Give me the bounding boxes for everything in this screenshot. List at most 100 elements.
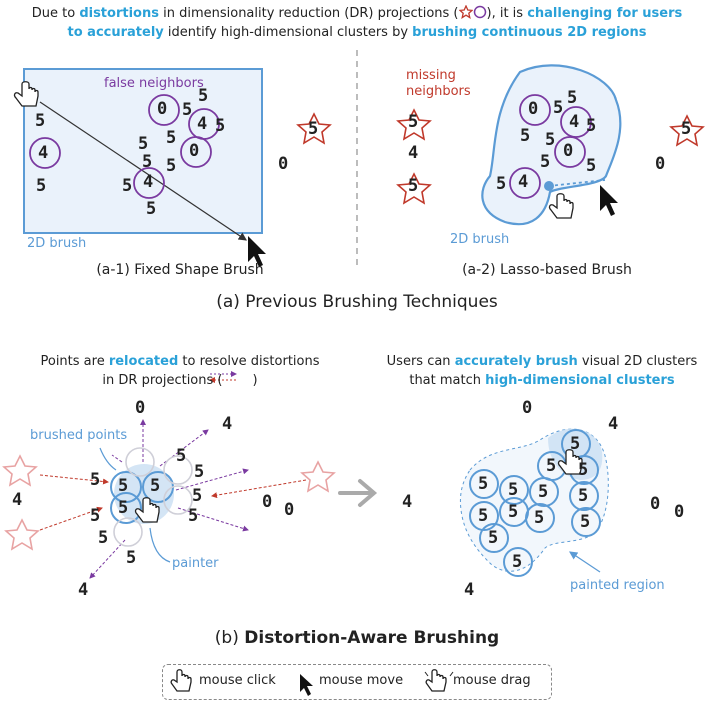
desc-part: ): [252, 373, 258, 388]
caption-a1: (a-1) Fixed Shape Brush: [96, 262, 264, 278]
digit: 0: [528, 99, 539, 119]
digit: 5: [192, 486, 203, 506]
legend-move-label: mouse move: [319, 673, 404, 688]
digit: 5: [138, 134, 149, 154]
intro-part: identify high-dimensional clusters by: [163, 25, 413, 40]
digit: 4: [12, 490, 23, 510]
digit: 5: [166, 128, 177, 148]
caption-a2: (a-2) Lasso-based Brush: [462, 262, 632, 278]
desc-part: in DR projections (: [102, 373, 223, 388]
digit: 5: [118, 476, 129, 496]
digit: 0: [563, 141, 574, 161]
digit: 4: [38, 143, 49, 163]
digit: 5: [508, 480, 519, 500]
digit: 0: [189, 141, 200, 161]
desc-b-left: Points are relocated to resolve distorti…: [10, 352, 350, 390]
digit: 5: [146, 199, 157, 219]
digit: 5: [580, 512, 591, 532]
desc-part: that match: [409, 373, 486, 388]
legend-drag-label: mouse drag: [453, 673, 531, 688]
digit: 5: [553, 98, 564, 118]
legend-arrow-glyph: [209, 371, 237, 383]
hand-cursor-icon: [13, 81, 583, 692]
intro-part: in dimensionality reduction (DR) project…: [158, 6, 459, 21]
digit: 4: [143, 172, 154, 192]
missing-label-line: missing: [406, 68, 456, 83]
false-neighbors-label: false neighbors: [104, 76, 204, 91]
digit: 4: [569, 112, 580, 132]
faded-stars: [2, 454, 336, 551]
brush-drag-arrow: [39, 101, 247, 241]
missing-stars: [396, 108, 705, 205]
digit: 5: [122, 176, 133, 196]
digit: 5: [308, 119, 319, 139]
legend-box: mouse click mouse move mouse drag: [162, 664, 552, 700]
lasso-circles: [509, 94, 592, 199]
section-b-title: (b) Distortion-Aware Brushing: [0, 628, 714, 648]
digit: 5: [545, 130, 556, 150]
move-cursor-icon: [248, 185, 618, 696]
digit: 0: [135, 398, 146, 418]
digit: 5: [98, 528, 109, 548]
digit: 4: [197, 114, 208, 134]
intro-part: Due to: [31, 6, 80, 21]
digit: 5: [478, 474, 489, 494]
faded-circles: [113, 447, 193, 547]
desc-part: to resolve distortions: [178, 354, 320, 369]
desc-highlight: high-dimensional clusters: [485, 373, 675, 388]
missing-neighbors-label: missing neighbors: [406, 68, 471, 100]
desc-part: Users can: [386, 354, 455, 369]
digit: 5: [198, 86, 209, 106]
digit: 4: [408, 143, 419, 163]
desc-part: visual 2D clusters: [577, 354, 698, 369]
digit: 5: [408, 112, 419, 132]
section-a-title: (a) Previous Brushing Techniques: [216, 292, 498, 312]
digit: 5: [534, 508, 545, 528]
transition-arrow: [338, 479, 378, 507]
red-star: [296, 112, 332, 145]
intro-highlight: to accurately: [67, 25, 164, 40]
digit: 0: [650, 494, 661, 514]
digit: 5: [182, 100, 193, 120]
digit: 5: [570, 434, 581, 454]
digit: 5: [194, 462, 205, 482]
digit: 5: [681, 119, 692, 139]
digit: 0: [522, 398, 533, 418]
digit: 0: [157, 99, 168, 119]
desc-highlight: relocated: [108, 354, 179, 369]
digit: 5: [520, 126, 531, 146]
intro-highlight: challenging for users: [527, 6, 683, 21]
digit: 5: [538, 482, 549, 502]
intro-text: Due to distortions in dimensionality red…: [0, 4, 714, 42]
digit: 4: [518, 172, 529, 192]
digit: 5: [118, 498, 129, 518]
missing-label-line: neighbors: [406, 84, 471, 99]
brushed-points-label: brushed points: [30, 428, 128, 443]
digit: 0: [655, 154, 666, 174]
title-bold: Distortion-Aware Brushing: [244, 628, 500, 648]
digit: 5: [36, 176, 47, 196]
intro-highlight: distortions: [79, 6, 159, 21]
brush-label-right: 2D brush: [450, 232, 510, 247]
painted-region-pointer: [569, 551, 601, 573]
digit: 5: [496, 174, 507, 194]
star-icon: [457, 4, 474, 19]
digit: 4: [464, 580, 475, 600]
fixed-brush-rect: [23, 68, 263, 234]
digit: 5: [35, 111, 46, 131]
painted-region-label: painted region: [570, 578, 665, 593]
false-neighbor-circles: [29, 94, 220, 199]
digit: 5: [512, 552, 523, 572]
digit: 5: [90, 470, 101, 490]
digit: 5: [586, 116, 597, 136]
lasso-point: [544, 181, 554, 191]
digit: 4: [78, 580, 89, 600]
painter-pointer: [149, 527, 171, 563]
digit: 0: [674, 502, 685, 522]
digit: 4: [222, 414, 233, 434]
digit: 0: [278, 154, 289, 174]
digit: 5: [578, 486, 589, 506]
digit: 5: [567, 88, 578, 108]
